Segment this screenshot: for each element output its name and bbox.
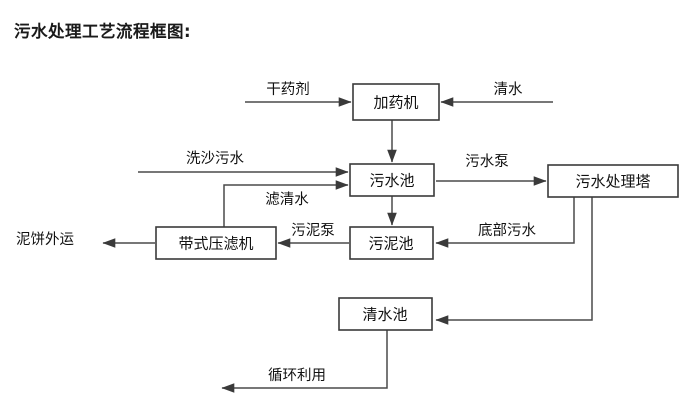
node-sewage-pool[interactable] — [349, 163, 435, 197]
edge-clear-water-pool-to-reuse — [221, 330, 388, 393]
edge-label-recycle: 循环利用 — [268, 367, 326, 384]
edge-treatment-tower-to-sludge-pool — [435, 197, 575, 248]
page-title: 污水处理工艺流程框图: — [14, 22, 192, 41]
node-label-belt-filter-press: 带式压滤机 — [178, 235, 253, 253]
edge-label-filtrate: 滤清水 — [265, 191, 309, 208]
node-label-dosing-machine: 加药机 — [373, 94, 418, 112]
node-sludge-pool[interactable] — [349, 226, 434, 260]
edge-label-bottom-sewage: 底部污水 — [478, 222, 536, 239]
edge-belt-filter-press-to-sewage-pool — [223, 180, 349, 227]
edge-label-sludge-pump: 污泥泵 — [291, 222, 335, 239]
edge-label-sewage-pump: 污水泵 — [465, 153, 509, 170]
edge-label-clean-water: 清水 — [494, 81, 523, 98]
node-label-sewage-pool: 污水池 — [369, 172, 414, 190]
edge-label-dry-chemical: 干药剂 — [266, 81, 310, 98]
node-label-clear-water-pool: 清水池 — [362, 306, 407, 324]
node-treatment-tower[interactable] — [547, 164, 679, 198]
node-label-treatment-tower: 污水处理塔 — [575, 173, 650, 191]
edge-treatment-tower-to-clear-water-pool — [435, 197, 593, 325]
node-clear-water-pool[interactable] — [338, 297, 433, 331]
terminal-mud-cake-out: 泥饼外运 — [16, 231, 74, 248]
edge-label-sand-wash-sewage: 洗沙污水 — [186, 150, 244, 167]
node-label-sludge-pool: 污泥池 — [368, 235, 413, 253]
node-belt-filter-press[interactable] — [155, 226, 277, 260]
node-dosing-machine[interactable] — [352, 83, 440, 121]
